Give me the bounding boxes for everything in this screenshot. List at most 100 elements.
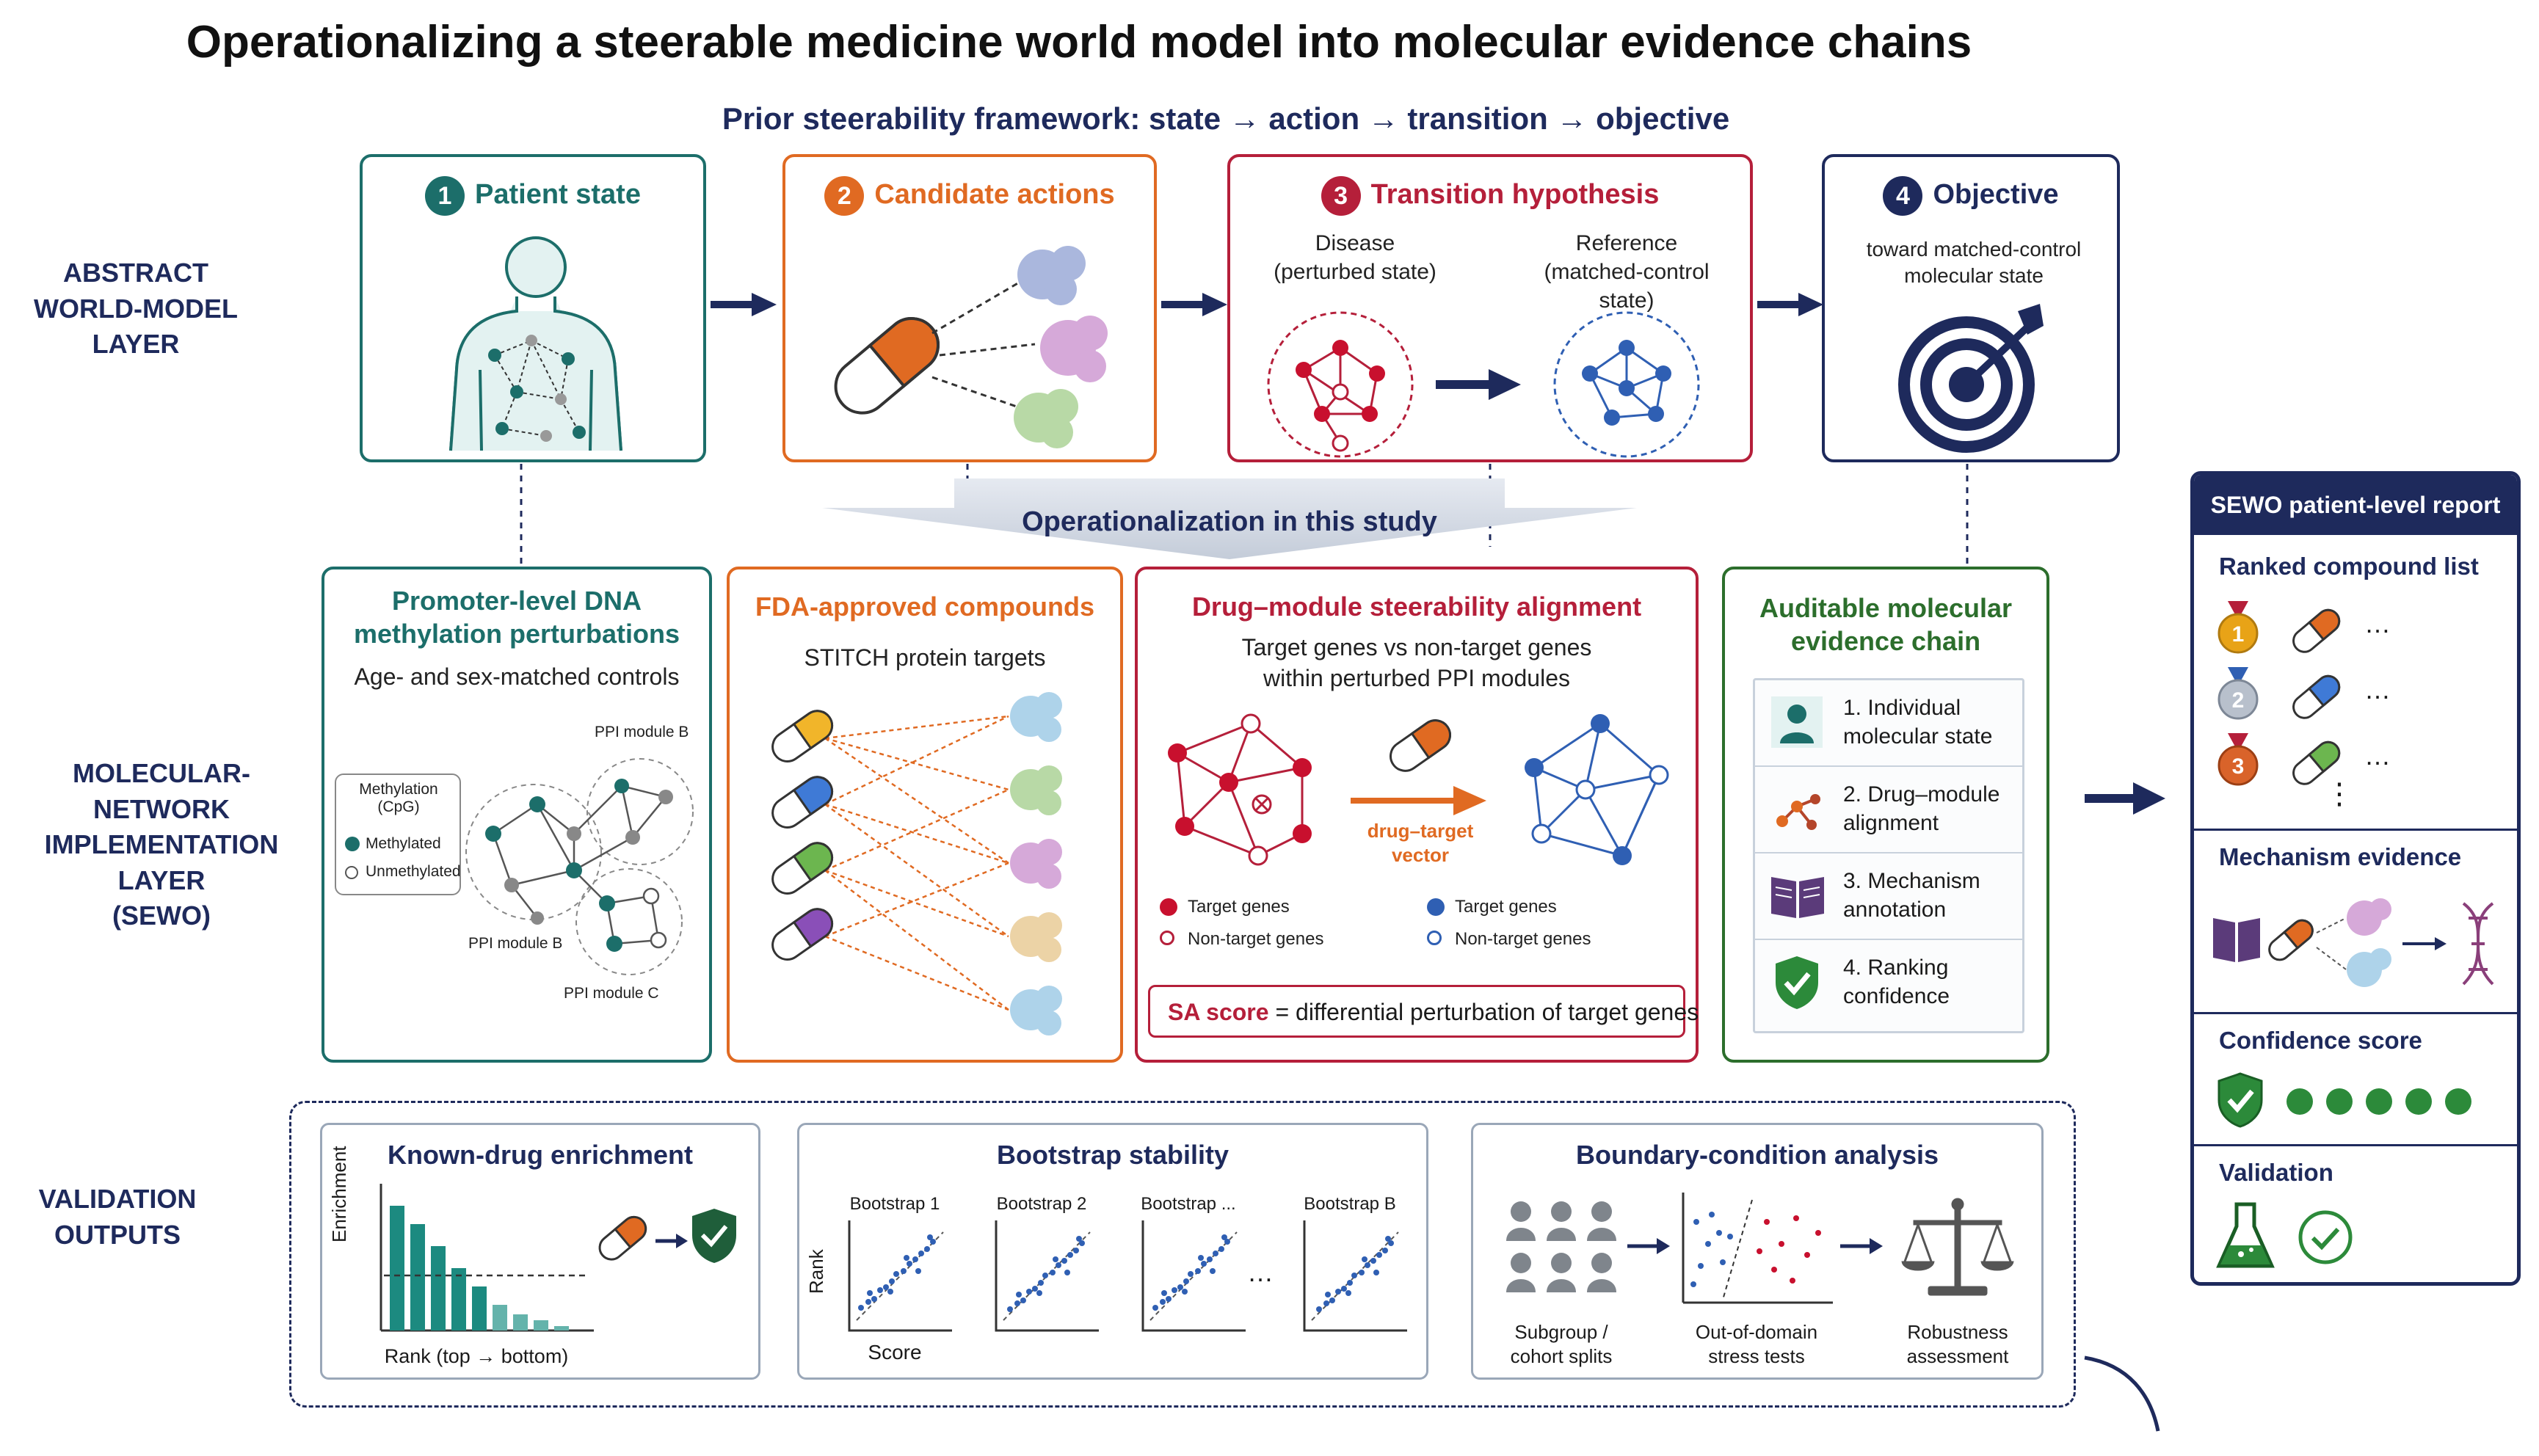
evidence-item-3-label: 3. Mechanism annotation: [1843, 869, 1980, 922]
bootstrap-x-axis-label: Score: [868, 1341, 922, 1364]
legend-nontarget-genes-right: Non-target genes: [1455, 929, 1591, 949]
validation-layer-label: VALIDATION OUTPUTS: [38, 1184, 197, 1250]
compound-target-links: [771, 692, 1062, 1035]
evidence-item-2-label: 2. Drug–module alignment: [1843, 782, 2000, 835]
bootstrap-plot-3: [1141, 1220, 1246, 1332]
bootstrap-point: [1207, 1256, 1213, 1262]
step-number-4: 4: [1883, 176, 1923, 216]
nontarget-genes-marker-red: [1160, 931, 1174, 945]
ranked-compound-title: Ranked compound list: [2219, 553, 2479, 580]
evidence-item-1: 1. Individual molecular state: [1755, 680, 2022, 767]
legend-target-genes-left: Target genes: [1188, 897, 1290, 917]
legend-unmethylated: Unmethylated: [366, 863, 461, 880]
bootstrap-point: [1026, 1289, 1032, 1295]
bootstrap-point: [1335, 1289, 1341, 1295]
protein-blob-purple: [1040, 316, 1108, 382]
bootstrap-point: [907, 1261, 912, 1267]
checkmark-circle-icon: [2298, 1210, 2353, 1264]
arrow-transition-to-objective: [1757, 293, 1823, 316]
step-number-1: 1: [425, 176, 465, 216]
evidence-item-3: 3. Mechanism annotation: [1755, 853, 2022, 940]
bootstrap-plot-1: [848, 1220, 952, 1332]
bootstrap-point: [1325, 1292, 1331, 1297]
rank-more-ellipsis: ⋮: [2325, 778, 2354, 810]
pill-to-shield-icon: [598, 1209, 736, 1263]
bootstrap-point: [871, 1296, 877, 1302]
sewo-report-panel: SEWO patient-level report Ranked compoun…: [2190, 471, 2521, 1286]
pill-rank-2-icon: [2292, 674, 2341, 719]
framework-subtitle: Prior steerability framework: state → ac…: [722, 101, 1730, 136]
pill-rank-1-icon: [2292, 608, 2341, 653]
legend-methylated: Methylated: [366, 835, 441, 852]
alignment-panel: Drug–module steerability alignment Targe…: [1135, 567, 1699, 1063]
bootstrap-point: [1351, 1273, 1357, 1278]
protein-target-4: [1010, 912, 1062, 962]
bootstrap-plot-2: [995, 1220, 1099, 1332]
bootstrap-title: Bootstrap stability: [996, 1140, 1229, 1170]
bootstrap-point: [927, 1234, 933, 1240]
bootstrap-point: [1073, 1248, 1079, 1253]
bootstrap-point: [1182, 1289, 1188, 1295]
bootstrap-point: [1376, 1252, 1382, 1258]
arrow-2-icon: [1840, 1238, 1883, 1254]
enrichment-x-axis-label: Rank (top → bottom): [384, 1345, 569, 1367]
bootstrap-point: [865, 1299, 871, 1305]
alignment-title: Drug–module steerability alignment: [1191, 592, 1642, 622]
confidence-dot: [2445, 1088, 2471, 1115]
objective-label: Objective: [1933, 179, 2059, 211]
ppi-module-c-label: PPI module C: [564, 985, 659, 1002]
bootstrap-point: [1016, 1292, 1022, 1297]
bootstrap-point: [1388, 1240, 1394, 1246]
protein-blob-blue: [1017, 246, 1086, 305]
bootstrap-point: [1007, 1306, 1013, 1312]
transition-arrow: [1436, 369, 1521, 400]
evidence-chain-panel: Auditable molecular evidence chain 1. In…: [1722, 567, 2049, 1063]
evidence-item-4-label: 4. Ranking confidence: [1843, 956, 1950, 1008]
bootstrap-point: [1210, 1268, 1216, 1274]
bootstrap-point: [1329, 1297, 1335, 1303]
bootstrap-point: [1183, 1278, 1189, 1284]
evidence-item-2: 2. Drug–module alignment: [1755, 767, 2022, 853]
protein-blob-green: [1014, 389, 1078, 448]
patient-state-label: Patient state: [475, 179, 641, 211]
sa-score-box: SA score = differential perturbation of …: [1148, 985, 1699, 1038]
bootstrap-point: [1201, 1261, 1207, 1267]
bronze-medal-icon: 3: [2217, 733, 2259, 786]
compounds-panel: FDA-approved compounds STITCH protein ta…: [727, 567, 1123, 1063]
legend-title: Methylation (CpG): [359, 781, 438, 815]
protein-target-5: [1010, 986, 1062, 1035]
shield-check-icon: [1776, 956, 1818, 1009]
pill-icon: [2268, 919, 2314, 961]
bootstrap-point: [893, 1271, 899, 1277]
methylated-marker: [345, 837, 360, 851]
bootstrap-point: [1172, 1287, 1177, 1293]
drug-target-vector-label: drug–target vector: [1367, 820, 1474, 866]
compounds-title: FDA-approved compounds: [755, 592, 1094, 622]
confidence-dot: [2366, 1088, 2392, 1115]
bootstrap-point: [1067, 1252, 1073, 1258]
bootstrap-point: [883, 1284, 889, 1290]
bootstrap-point: [912, 1256, 918, 1262]
bootstrap-point: [1345, 1290, 1351, 1296]
bootstrap-1-label: Bootstrap 1: [849, 1194, 940, 1214]
out-of-domain-scatter: [1682, 1193, 1833, 1304]
bootstrap-point: [1152, 1305, 1158, 1311]
bootstrap-3-label: Bootstrap ...: [1141, 1194, 1236, 1214]
bootstrap-point: [1050, 1270, 1056, 1275]
protein-target-3: [1010, 839, 1062, 889]
bootstrap-point: [1385, 1236, 1391, 1242]
confidence-score-title: Confidence score: [2219, 1027, 2422, 1054]
arrow-1-icon: [1627, 1238, 1670, 1254]
bootstrap-point: [901, 1268, 907, 1274]
gold-medal-icon: 1: [2217, 601, 2259, 654]
enrichment-bar-chart: [379, 1184, 594, 1332]
feedback-curve-arrow: [2084, 1355, 2160, 1432]
pill-rank-3-icon: [2292, 740, 2341, 785]
methylation-title: Promoter-level DNA methylation perturbat…: [353, 586, 680, 649]
bootstrap-point: [1177, 1284, 1183, 1290]
pill-yellow: [771, 710, 834, 762]
methylation-subtitle: Age- and sex-matched controls: [354, 663, 680, 690]
target-genes-marker-red: [1160, 898, 1177, 916]
